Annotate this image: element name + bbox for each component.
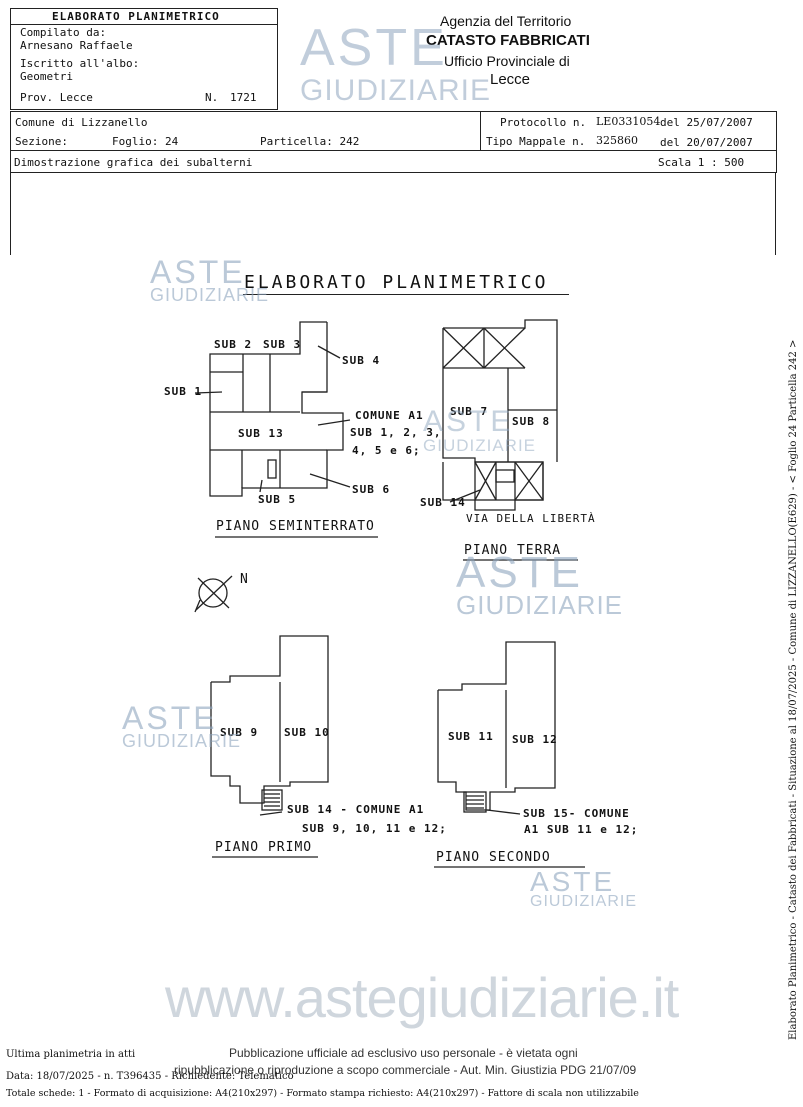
footer-pubblicazione-2: ripubblicazione o riproduzione a scopo c…	[174, 1063, 637, 1077]
watermark-aste-header: ASTE	[300, 19, 448, 77]
north-label: N	[240, 572, 249, 587]
label-sub10: SUB 10	[284, 726, 330, 739]
north-arrow	[194, 575, 233, 613]
label-sub3: SUB 3	[263, 338, 302, 351]
caption-terra: PIANO TERRA	[464, 543, 562, 558]
n-label: N.	[205, 91, 219, 104]
compilato-label: Compilato da:	[20, 26, 107, 39]
watermark-aste-3: ASTE	[456, 548, 583, 597]
label-sub6: SUB 6	[352, 483, 391, 496]
watermark-giud-1: GIUDIZIARIE	[150, 285, 270, 305]
info-box	[10, 111, 777, 173]
protocollo-date: del 25/07/2007	[660, 116, 753, 129]
footer-ultima: Ultima planimetria in atti	[6, 1049, 136, 1060]
iscritto-label: Iscritto all'albo:	[20, 57, 140, 70]
caption-seminterrato: PIANO SEMINTERRATO	[216, 519, 375, 534]
label-primo-note2: SUB 9, 10, 11 e 12;	[302, 822, 447, 835]
watermark-aste-2: ASTE	[423, 405, 514, 438]
tipo-date: del 20/07/2007	[660, 136, 753, 149]
frame-left	[10, 173, 11, 255]
plan-primo	[210, 635, 329, 811]
protocollo-label: Protocollo n.	[500, 116, 587, 129]
frame-right	[775, 173, 776, 255]
prov-label: Prov. Lecce	[20, 91, 93, 104]
side-text: Elaborato Planimetrico - Catasto dei Fab…	[788, 339, 799, 1040]
watermark-giudiziarie-header: GIUDIZIARIE	[300, 74, 492, 107]
watermark-site: www.astegiudiziarie.it	[165, 966, 679, 1029]
watermark-giud-5: GIUDIZIARIE	[530, 893, 638, 910]
iscritto-value: Geometri	[20, 70, 73, 83]
label-sub11: SUB 11	[448, 730, 494, 743]
drawing-title-underline	[243, 294, 569, 295]
plan-terra	[442, 319, 558, 511]
drawing-title: ELABORATO PLANIMETRICO	[244, 272, 549, 293]
label-sub1: SUB 1	[164, 385, 203, 398]
agency-line3: Ufficio Provinciale di	[444, 53, 570, 69]
dimostrazione: Dimostrazione grafica dei subalterni	[14, 156, 253, 169]
sezione-label: Sezione:	[15, 135, 68, 148]
watermark-aste-1: ASTE	[150, 254, 246, 290]
info-divider-1	[10, 150, 777, 151]
protocollo-value: LE0331054	[596, 115, 661, 128]
watermark-aste-5: ASTE	[530, 866, 616, 897]
label-sub9: SUB 9	[220, 726, 259, 739]
watermark-aste-4: ASTE	[122, 700, 218, 736]
watermark-giud-3: GIUDIZIARIE	[456, 590, 624, 620]
compilato-name: Arnesano Raffaele	[20, 39, 133, 52]
particella: Particella: 242	[260, 135, 360, 148]
caption-primo: PIANO PRIMO	[215, 840, 313, 855]
agency-line4: Lecce	[490, 71, 531, 88]
label-primo-note1: SUB 14 - COMUNE A1	[287, 803, 425, 816]
label-sub5: SUB 5	[258, 493, 297, 506]
plan-seminterrato	[209, 321, 344, 497]
tipo-label: Tipo Mappale n.	[486, 135, 586, 148]
label-sub14: SUB 14	[420, 496, 466, 509]
header-left-box	[10, 8, 278, 110]
label-sub13: SUB 13	[238, 427, 284, 440]
agency-line2: CATASTO FABBRICATI	[426, 32, 590, 49]
caption-secondo: PIANO SECONDO	[436, 850, 551, 865]
label-via-liberta: VIA DELLA LIBERTÀ	[466, 512, 596, 525]
label-sub2: SUB 2	[214, 338, 253, 351]
label-sub4: SUB 4	[342, 354, 381, 367]
label-sub12: SUB 12	[512, 733, 558, 746]
label-secondo-note1: SUB 15- COMUNE	[523, 807, 630, 820]
footer-data: Data: 18/07/2025 - n. T396435 - Richiede…	[6, 1071, 294, 1082]
foglio: Foglio: 24	[112, 135, 179, 148]
plan-secondo	[437, 641, 556, 813]
label-secondo-note2: A1 SUB 11 e 12;	[524, 823, 639, 836]
comune: Comune di Lizzanello	[15, 116, 148, 129]
n-value: 1721	[230, 91, 257, 104]
footer-totale: Totale schede: 1 - Formato di acquisizio…	[6, 1088, 639, 1099]
label-sub8: SUB 8	[512, 415, 551, 428]
doc-title: ELABORATO PLANIMETRICO	[52, 10, 220, 23]
header-title-divider	[10, 24, 278, 25]
label-sub7: SUB 7	[450, 405, 489, 418]
label-comune-a1: COMUNE A1	[355, 409, 424, 422]
watermark-giud-2: GIUDIZIARIE	[423, 436, 537, 455]
watermark-giud-4: GIUDIZIARIE	[122, 731, 242, 751]
info-vertical-divider	[480, 111, 481, 150]
scala: Scala 1 : 500	[658, 156, 745, 169]
label-comune-subs1: SUB 1, 2, 3,	[350, 426, 442, 439]
footer-pubblicazione-1: Pubblicazione ufficiale ad esclusivo uso…	[229, 1046, 578, 1060]
tipo-value: 325860	[596, 134, 638, 147]
label-comune-subs2: 4, 5 e 6;	[352, 444, 421, 457]
agency-line1: Agenzia del Territorio	[440, 13, 572, 29]
